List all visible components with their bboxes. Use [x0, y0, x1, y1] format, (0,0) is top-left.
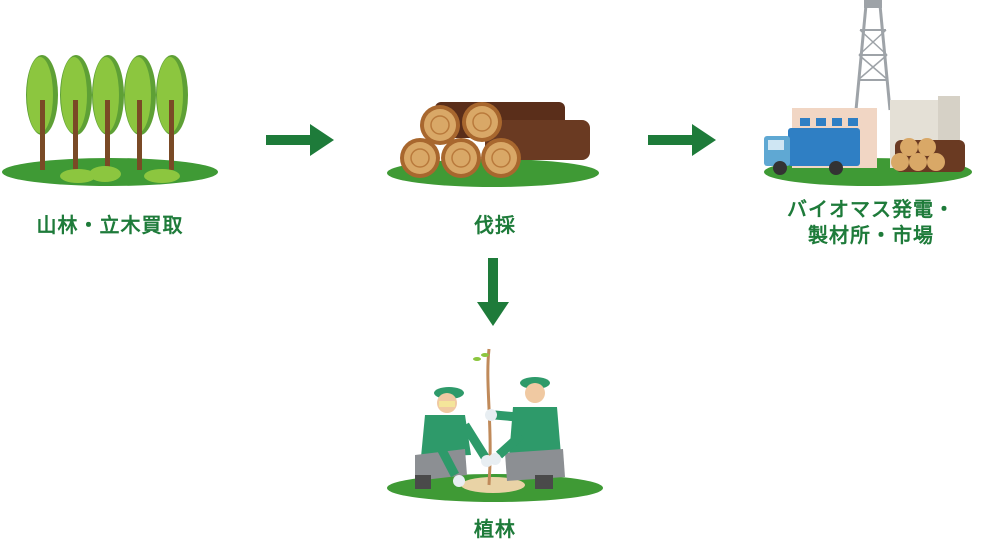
step-label-forest: 山林・立木買取 — [36, 213, 184, 237]
planting-illustration — [385, 345, 605, 505]
arrow-down — [475, 258, 511, 328]
logs-illustration — [385, 90, 605, 190]
arrow-right-2 — [648, 122, 718, 158]
forest-illustration — [0, 40, 220, 190]
cut-logs-icon — [387, 102, 599, 187]
arrow-right-icon — [266, 124, 334, 156]
step-label-logging: 伐採 — [474, 213, 516, 237]
forest-trees-icon — [2, 55, 218, 186]
arrow-right-1 — [266, 122, 336, 158]
step-label-destination-line2: 製材所・市場 — [808, 223, 934, 247]
step-label-planting: 植林 — [474, 517, 516, 541]
arrow-right-icon — [648, 124, 716, 156]
step-label-destination: バイオマス発電・ 製材所・市場 — [760, 196, 982, 248]
step-label-destination-line1: バイオマス発電・ — [787, 197, 955, 221]
tree-planting-workers-icon — [387, 348, 603, 502]
factory-illustration — [760, 0, 982, 190]
biomass-factory-icon — [764, 0, 972, 186]
arrow-down-icon — [477, 258, 509, 326]
